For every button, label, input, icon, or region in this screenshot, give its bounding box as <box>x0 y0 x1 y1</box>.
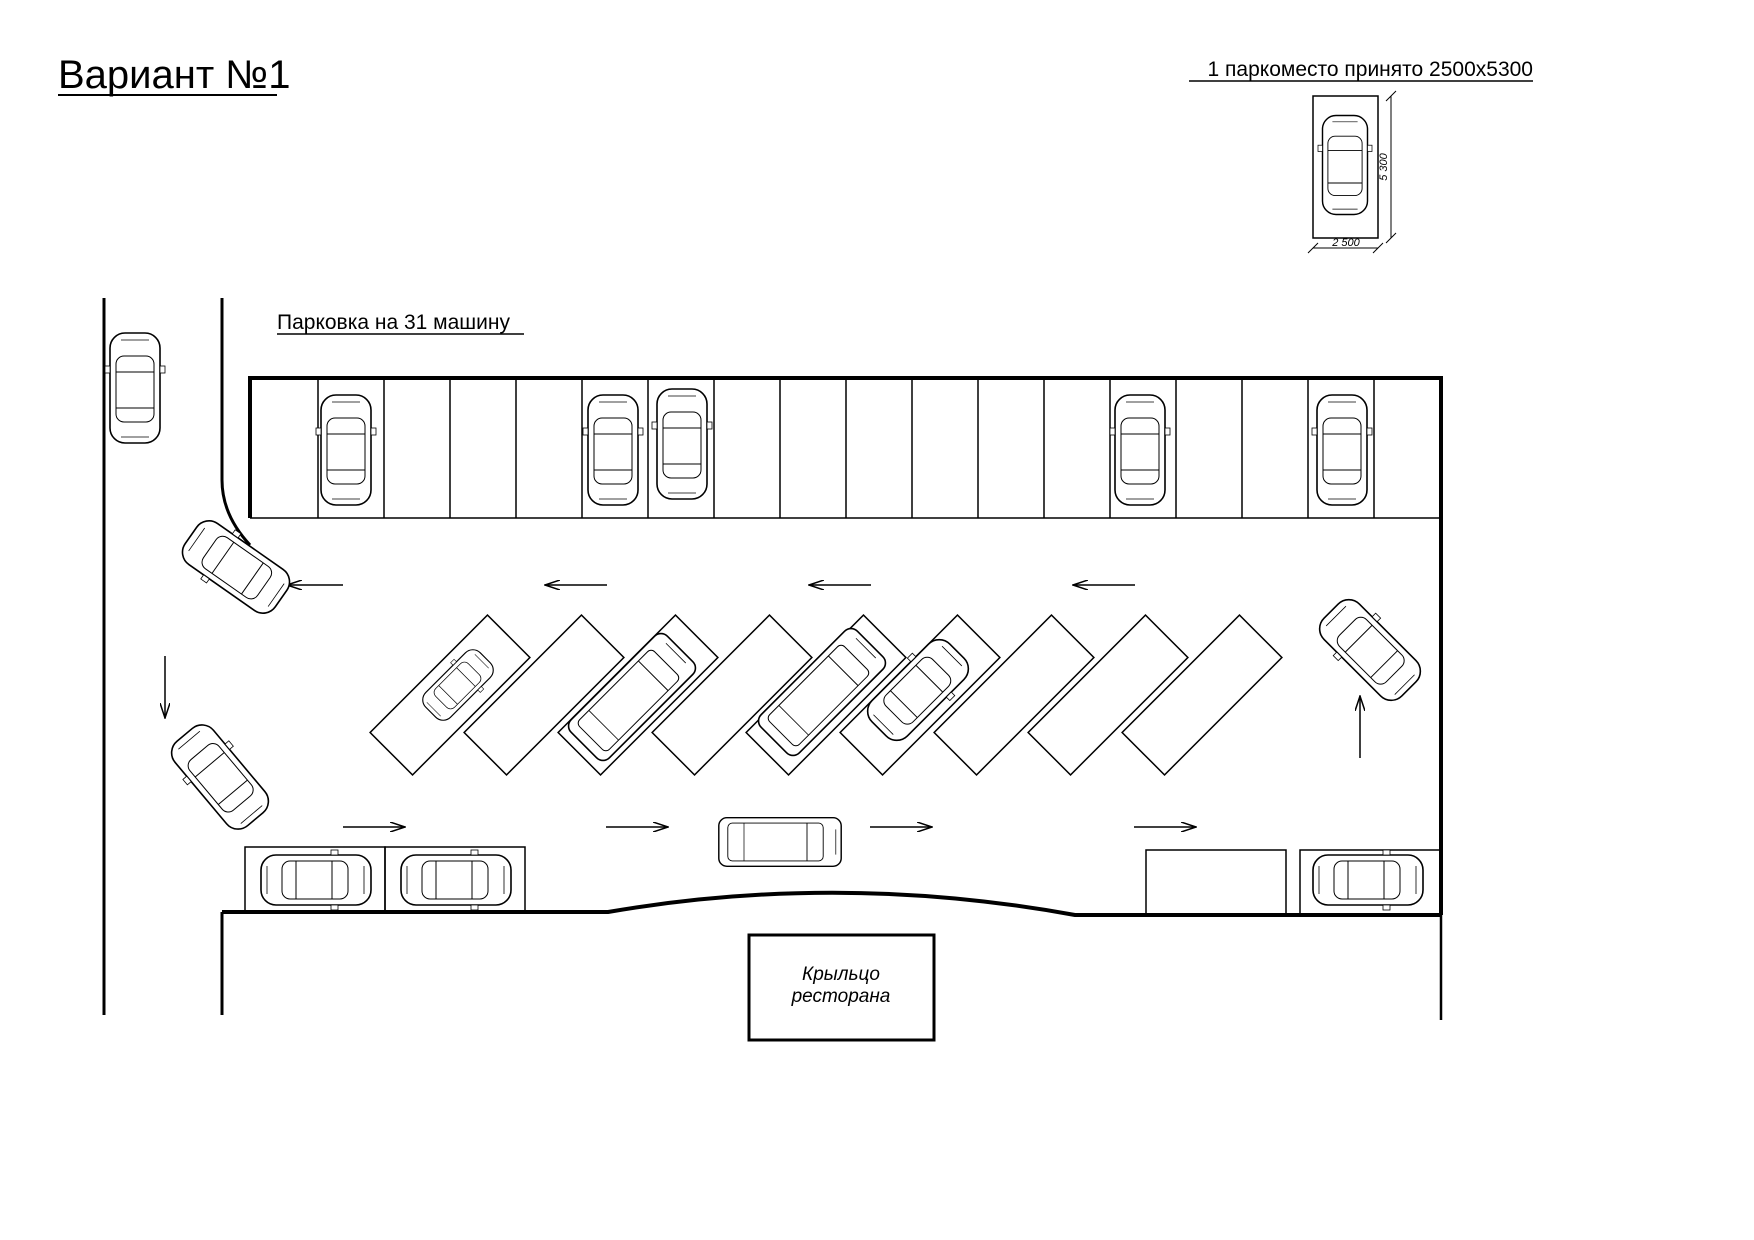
angled-stall <box>1027 614 1189 776</box>
restaurant-porch: Крыльцо ресторана <box>747 933 936 1042</box>
traffic-arrows <box>165 585 1360 827</box>
car-icon <box>160 714 280 840</box>
bottom-stall <box>384 846 526 913</box>
car-icon <box>1109 394 1171 506</box>
cars <box>104 332 1431 911</box>
top-parking-row <box>317 380 1375 518</box>
bottom-parking-stalls <box>244 846 1442 916</box>
legend-spot-outline <box>1312 95 1379 239</box>
car-icon <box>1312 849 1424 911</box>
car-icon <box>415 642 501 728</box>
legend-width-label: 2 500 <box>1331 237 1360 249</box>
lot-outer-wall <box>248 376 1443 915</box>
page-title: Вариант №1 <box>58 53 290 97</box>
angled-stall <box>933 614 1095 776</box>
lot-bottom-wall <box>222 890 1441 917</box>
legend-length-tick-bottom <box>1385 232 1397 244</box>
car-icon <box>857 629 979 751</box>
bottom-stall <box>1145 849 1287 916</box>
spot-size-note: 1 паркоместо принято 2500x5300 <box>1208 58 1533 81</box>
angled-stall <box>369 614 531 776</box>
porch-label-line2: ресторана <box>791 986 891 1007</box>
spot-legend: 5 300 2 500 <box>1307 90 1397 254</box>
car-icon <box>1309 589 1431 711</box>
legend-length-label: 5 300 <box>1378 152 1390 180</box>
legend-width-tick-left <box>1307 242 1319 254</box>
van-icon <box>754 624 890 760</box>
car-icon <box>315 394 377 506</box>
car-icon <box>651 388 713 500</box>
angled-stall <box>463 614 625 776</box>
legend-car <box>1317 114 1373 216</box>
bottom-stall <box>1299 849 1442 916</box>
angled-stall <box>1121 614 1283 776</box>
angled-stall <box>651 614 813 776</box>
car-icon <box>104 332 166 444</box>
porch-label-line1: Крыльцо <box>802 964 880 985</box>
van-icon <box>718 816 842 868</box>
porch-outline <box>747 933 936 1042</box>
legend-width-tick-right <box>1372 242 1384 254</box>
entrance-curb <box>220 298 252 547</box>
legend-length-tick-top <box>1385 90 1397 102</box>
parking-capacity-label: Парковка на 31 машину <box>277 311 510 334</box>
car-icon <box>400 849 512 911</box>
car-icon <box>260 849 372 911</box>
car-icon <box>582 394 644 506</box>
car-icon <box>1311 394 1373 506</box>
